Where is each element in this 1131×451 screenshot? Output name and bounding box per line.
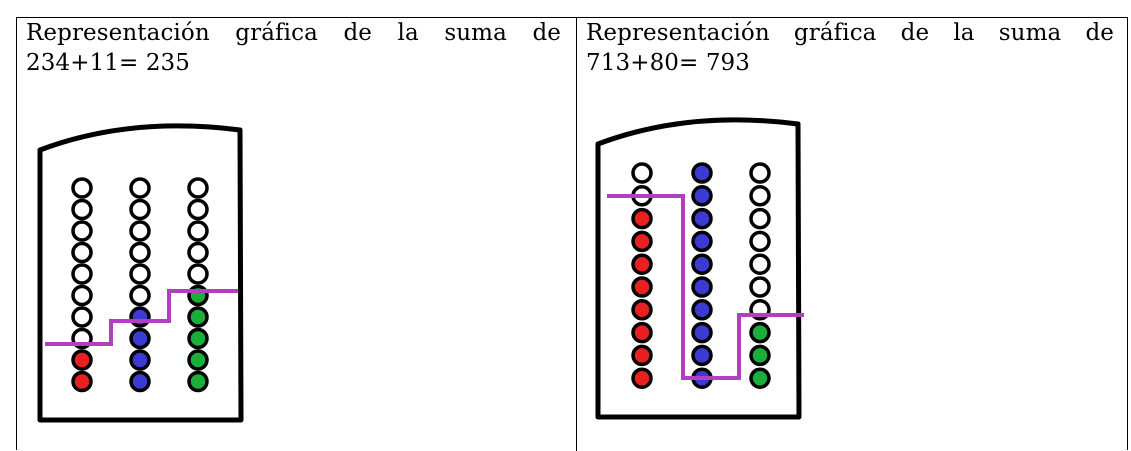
abacus-bead bbox=[71, 370, 93, 393]
abacus-bead bbox=[631, 253, 653, 275]
abacus-bead bbox=[691, 344, 713, 367]
sum-line bbox=[45, 289, 238, 346]
abacus-bead bbox=[71, 241, 93, 264]
abacus-bead bbox=[71, 349, 93, 371]
document-table: Representación gráfica de la suma de 234… bbox=[16, 17, 1128, 451]
abacus-bead bbox=[631, 207, 653, 230]
abacus-bead bbox=[71, 284, 93, 307]
abacus-bead bbox=[631, 344, 653, 367]
abacus-bead bbox=[691, 299, 713, 321]
abacus-bead bbox=[187, 349, 209, 371]
abacus-bead bbox=[631, 162, 653, 184]
abacus-bead bbox=[129, 349, 151, 371]
abacus-right bbox=[595, 117, 804, 420]
abacus-bead bbox=[749, 207, 771, 230]
abacus-bead bbox=[187, 306, 209, 328]
abacus-bead bbox=[749, 230, 771, 253]
caption-left-line1: Representación gráfica de la suma de bbox=[26, 20, 561, 46]
abacus-bead bbox=[129, 327, 151, 350]
abacus-bead bbox=[187, 241, 209, 264]
caption-left-line2: 234+11= 235 bbox=[26, 50, 191, 76]
caption-left: Representación gráfica de la suma de 234… bbox=[26, 18, 561, 78]
abacus-bead bbox=[691, 207, 713, 230]
abacus-bead bbox=[187, 198, 209, 221]
abacus-bead bbox=[129, 306, 151, 328]
abacus-bead bbox=[187, 327, 209, 350]
abacus-bead bbox=[129, 198, 151, 221]
abacus-bead bbox=[187, 263, 209, 285]
bead-group bbox=[631, 162, 771, 389]
table-cell-left: Representación gráfica de la suma de 234… bbox=[17, 18, 576, 451]
bead-group bbox=[71, 177, 209, 393]
sum-line bbox=[607, 194, 804, 380]
abacus-bead bbox=[691, 162, 713, 184]
abacus-bead bbox=[749, 344, 771, 367]
abacus-bead bbox=[691, 253, 713, 275]
table-divider bbox=[576, 18, 577, 451]
caption-right-line2: 713+80= 793 bbox=[586, 50, 751, 76]
caption-right-line1: Representación gráfica de la suma de bbox=[586, 20, 1114, 46]
abacus-bead bbox=[71, 177, 93, 199]
abacus-bead bbox=[129, 177, 151, 199]
abacus-bead bbox=[71, 220, 93, 242]
abacus-bead bbox=[129, 284, 151, 307]
abacus-bead bbox=[631, 230, 653, 253]
abacus-bead bbox=[691, 276, 713, 298]
abacus-bead bbox=[749, 253, 771, 275]
abacus-bead bbox=[749, 162, 771, 184]
abacus-bead bbox=[631, 299, 653, 321]
abacus-left bbox=[37, 123, 244, 423]
table-cell-right: Representación gráfica de la suma de 713… bbox=[577, 18, 1128, 451]
abacus-bead bbox=[749, 276, 771, 298]
abacus-bead bbox=[187, 177, 209, 199]
abacus-bead bbox=[631, 367, 653, 389]
abacus-bead bbox=[129, 220, 151, 242]
abacus-bead bbox=[71, 306, 93, 328]
abacus-bead bbox=[187, 370, 209, 393]
abacus-bead bbox=[691, 321, 713, 344]
abacus-bead bbox=[129, 241, 151, 264]
abacus-bead bbox=[691, 185, 713, 207]
abacus-bead bbox=[187, 220, 209, 242]
abacus-bead bbox=[749, 321, 771, 344]
caption-right: Representación gráfica de la suma de 713… bbox=[586, 18, 1114, 78]
abacus-bead bbox=[71, 198, 93, 221]
abacus-bead bbox=[71, 263, 93, 285]
abacus-bead bbox=[129, 370, 151, 393]
abacus-bead bbox=[691, 230, 713, 253]
abacus-bead bbox=[631, 321, 653, 344]
abacus-bead bbox=[749, 185, 771, 207]
abacus-bead bbox=[631, 276, 653, 298]
abacus-bead bbox=[749, 367, 771, 389]
abacus-bead bbox=[129, 263, 151, 285]
